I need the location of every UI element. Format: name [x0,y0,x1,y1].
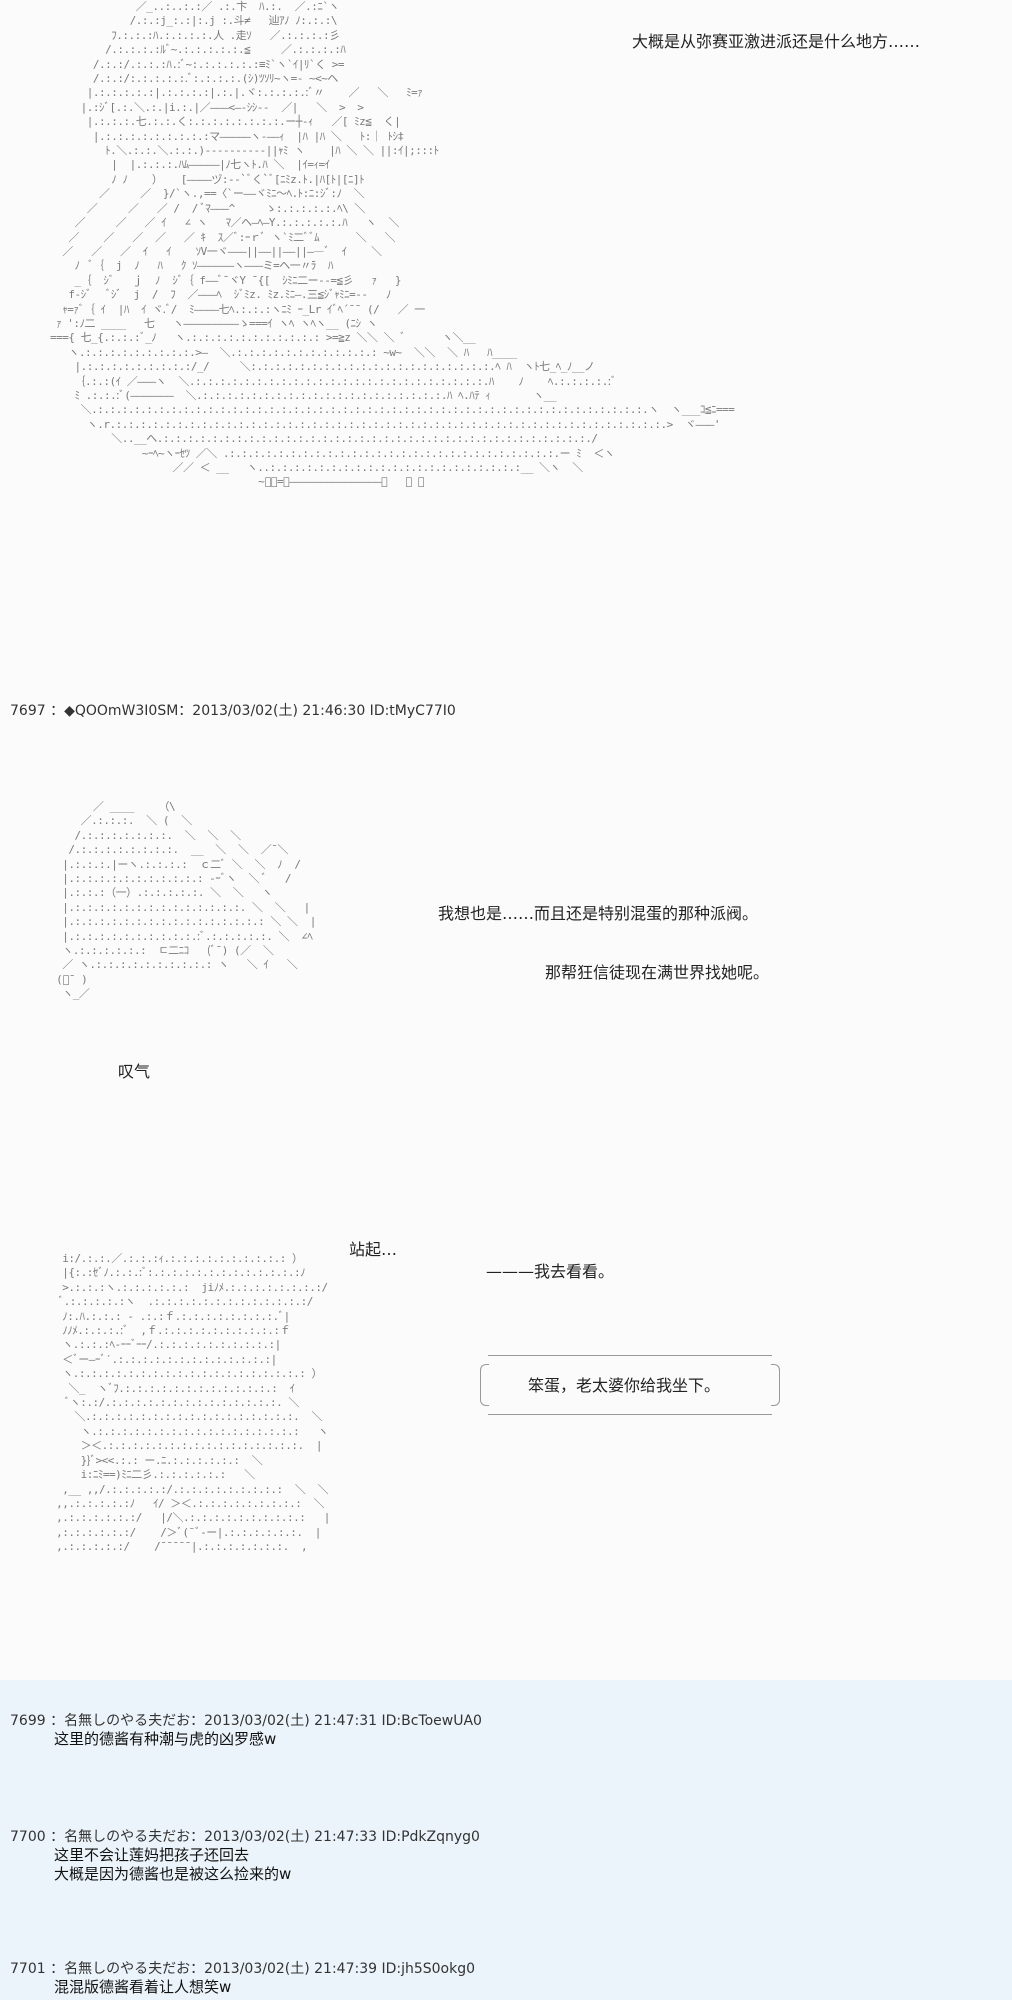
speech-bubble [480,1355,780,1415]
post-header-7700: 7700 ：名無しのやる夫だお：2013/03/02(土) 21:47:33 I… [10,1829,480,1845]
aa-panel-area [0,0,1012,1680]
post-body-7701-line-1: 混混版德酱看着让人想笑w [54,1978,232,1996]
sigh-label: 叹气 [118,1062,151,1081]
post-header-7699: 7699 ：名無しのやる夫だお：2013/03/02(土) 21:47:31 I… [10,1713,482,1729]
replies-area [0,1680,1012,2000]
bubble-text: 笨蛋，老太婆你给我坐下。 [528,1376,721,1395]
post-header-7697: 7697 ：◆QOOmW3I0SM：2013/03/02(土) 21:46:30… [10,703,456,719]
post-header-7701: 7701 ：名無しのやる夫だお：2013/03/02(土) 21:47:39 I… [10,1961,476,1977]
post-body-7700-line-2: 大概是因为德酱也是被这么捡来的w [54,1865,292,1883]
dialogue-go-look: ———我去看看。 [486,1262,615,1281]
ascii-art-character-sitting: ／_..:..:.:／ .:.卞 ﾊ.:. ／.:ﾆ`ヽ /.:.:j_:.:|… [50,0,735,489]
dialogue-line-2: 那帮狂信徒现在满世界找她呢。 [545,963,770,982]
dialogue-line-1: 我想也是……而且还是特别混蛋的那种派阀。 [438,904,759,923]
caption-messiah: 大概是从弥赛亚激进派还是什么地方…… [632,32,921,51]
post-body-7700-line-1: 这里不会让莲妈把孩子还回去 [54,1846,250,1864]
ascii-art-character-face: ／ ____ （\ ／.:.:.:. ＼ ( ＼ /.:.:.:.:.:.:.:… [56,800,316,1001]
post-body-7699-line-1: 这里的德酱有种潮与虎的凶罗感w [54,1730,277,1748]
ascii-art-character-standing: i:/.:.:.／.:.:.:ｨ.:.:.:.:.:.:.:.:.:.: ） |… [56,1252,330,1554]
stand-label: 站起… [349,1240,398,1259]
